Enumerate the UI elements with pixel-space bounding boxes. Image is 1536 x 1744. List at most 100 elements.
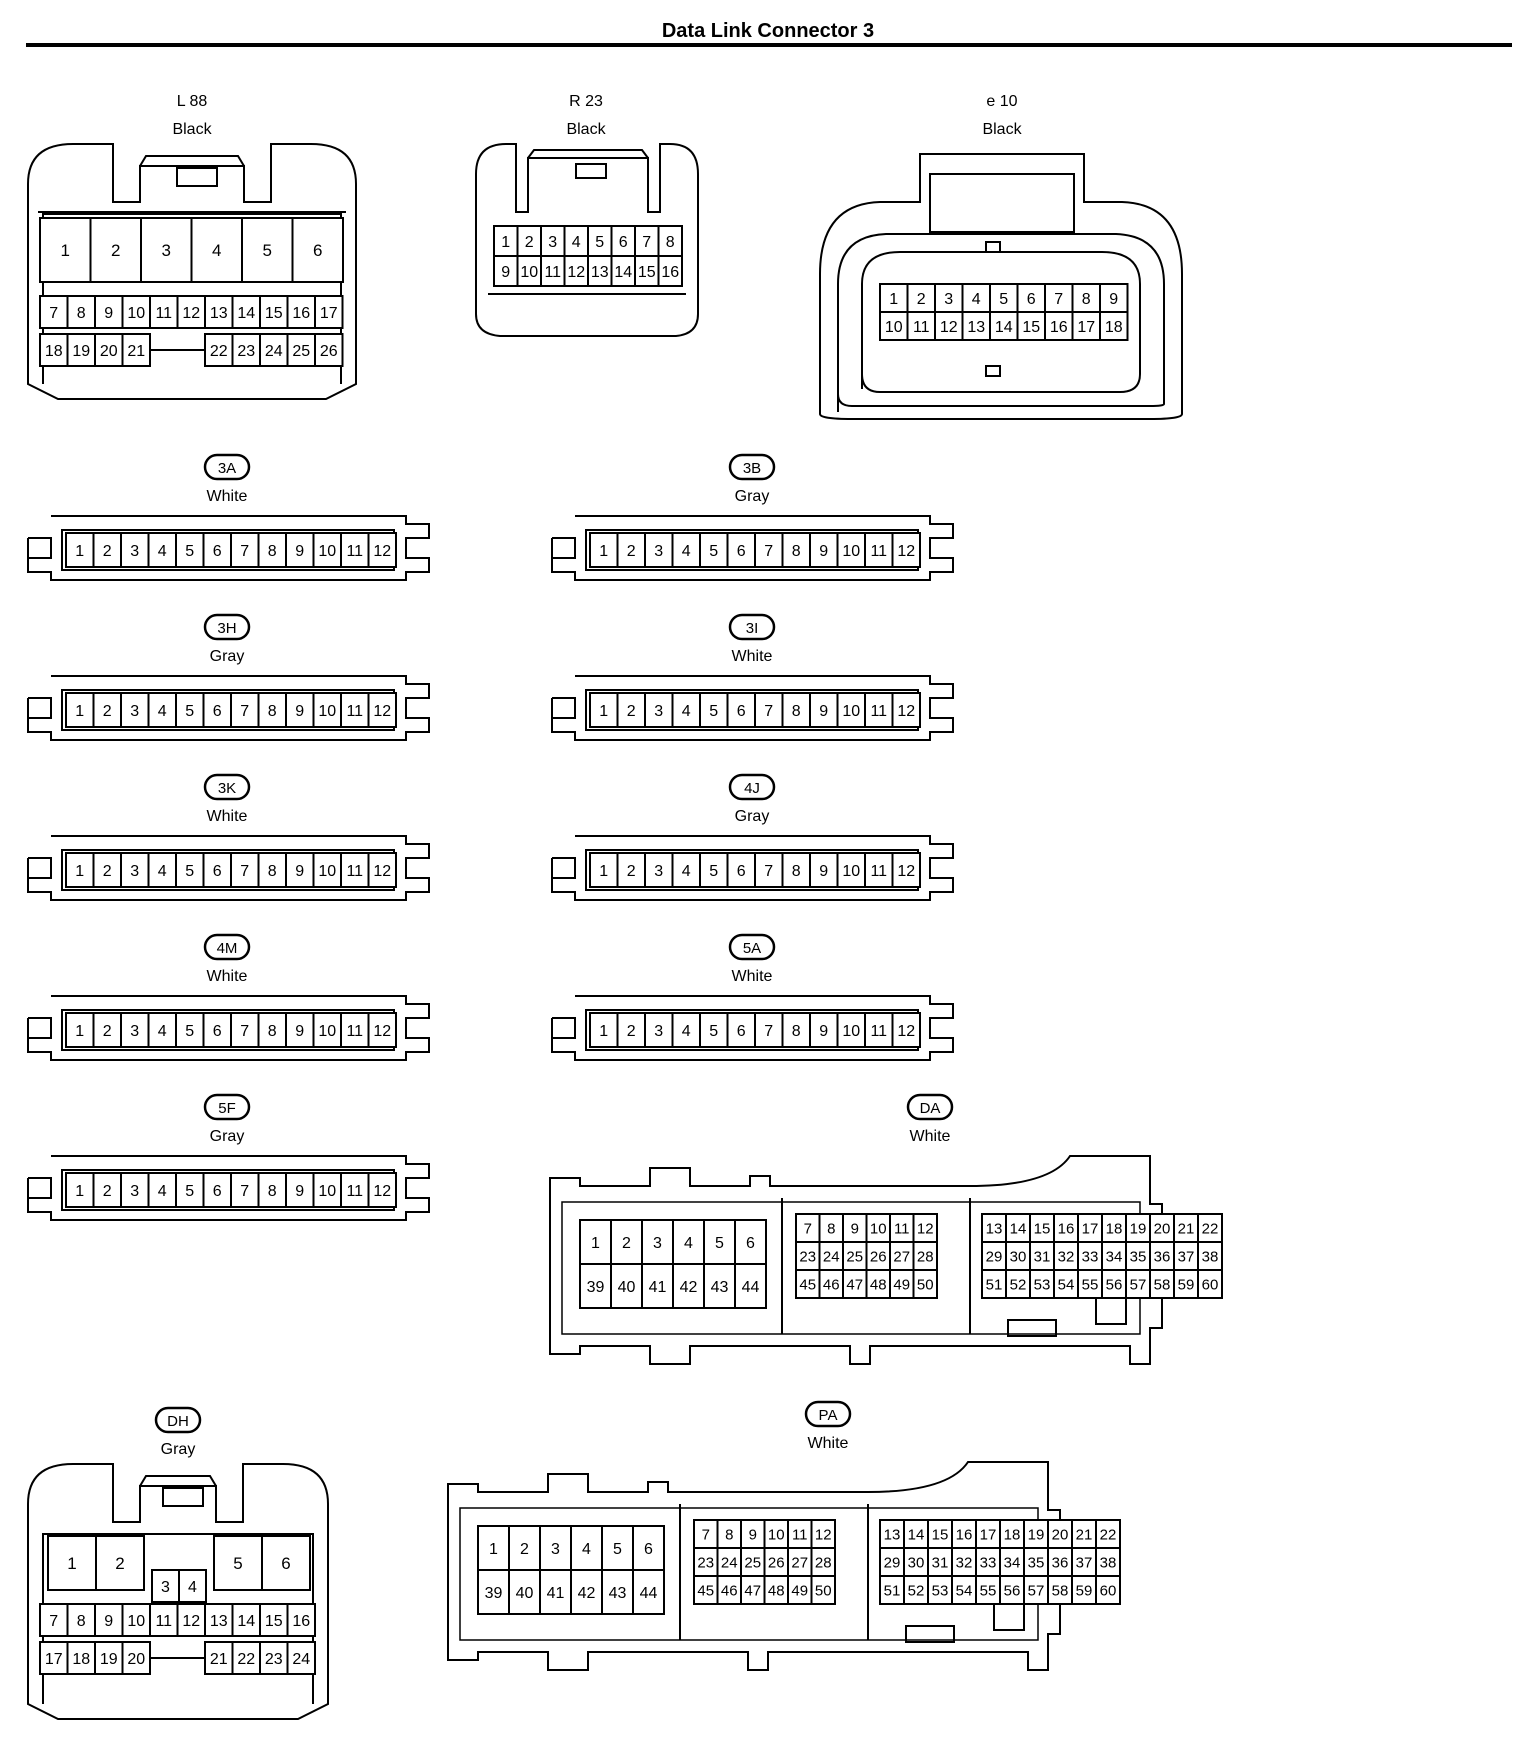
pin-label-PA-35: 35: [1028, 1554, 1045, 1571]
pin-label-3H-7: 7: [240, 703, 249, 720]
pin-label-DH-1: 1: [67, 1554, 76, 1573]
pin-cell-DA-41: [641, 1263, 674, 1309]
pin-label-L88-18: 18: [45, 343, 63, 360]
pin-label-4J-9: 9: [819, 863, 828, 880]
pin-label-DA-52: 52: [1010, 1276, 1027, 1293]
pin-cell-4J-12: [891, 852, 921, 888]
pin-label-PA-14: 14: [908, 1526, 925, 1543]
badge-label-pa: PA: [819, 1407, 838, 1424]
connector-outline: [176, 167, 218, 187]
pin-label-DA-43: 43: [711, 1279, 729, 1296]
pin-label-e10-8: 8: [1082, 291, 1091, 308]
pin-cell-e10-9: [1099, 283, 1129, 313]
pin-label-DA-59: 59: [1178, 1276, 1195, 1293]
badge-label-5a: 5A: [743, 940, 761, 957]
connector-color-3i: White: [732, 648, 773, 665]
pin-label-PA-60: 60: [1100, 1582, 1117, 1599]
pin-label-3A-11: 11: [346, 543, 363, 560]
pin-label-5F-9: 9: [295, 1183, 304, 1200]
pin-label-DA-26: 26: [870, 1248, 887, 1265]
pin-label-PA-49: 49: [791, 1582, 808, 1599]
pin-label-3K-6: 6: [213, 863, 222, 880]
pin-label-DA-56: 56: [1106, 1276, 1123, 1293]
pin-label-DA-16: 16: [1058, 1220, 1075, 1237]
pin-label-PA-52: 52: [908, 1582, 925, 1599]
pin-cell-5A-1: [589, 1012, 619, 1048]
connector-outline: [861, 251, 1141, 393]
connector-color-4j: Gray: [735, 808, 770, 825]
pin-cell-DH-1: [47, 1535, 97, 1591]
pin-label-DA-20: 20: [1154, 1220, 1171, 1237]
pin-label-PA-21: 21: [1076, 1526, 1093, 1543]
connector-outline: [679, 1504, 869, 1640]
pin-label-DH-16: 16: [292, 1613, 310, 1630]
connector-outline: [27, 143, 357, 400]
pin-label-PA-25: 25: [744, 1554, 761, 1571]
badge-4j: [728, 773, 776, 801]
pin-cell-L88-6: [291, 217, 344, 283]
pin-cell-3K-6: [202, 852, 232, 888]
pin-label-DH-11: 11: [155, 1613, 172, 1630]
pin-cell-3B-2: [616, 532, 646, 568]
connector-outline: [27, 1463, 329, 1720]
pin-cell-DH-7: [39, 1603, 69, 1637]
pin-label-e10-6: 6: [1027, 291, 1036, 308]
connector-outline: [27, 675, 430, 741]
pin-cell-3A-1: [65, 532, 95, 568]
pin-label-PA-44: 44: [640, 1585, 658, 1602]
pin-label-3H-6: 6: [213, 703, 222, 720]
badge-label-4m: 4M: [217, 940, 238, 957]
pin-label-PA-17: 17: [980, 1526, 997, 1543]
pin-label-PA-38: 38: [1100, 1554, 1117, 1571]
pin-label-L88-17: 17: [320, 305, 338, 322]
pin-label-4M-9: 9: [295, 1023, 304, 1040]
pin-cell-PA-13: [879, 1519, 905, 1549]
pin-label-PA-41: 41: [547, 1585, 565, 1602]
pin-label-4M-5: 5: [185, 1023, 194, 1040]
badge-5f: [203, 1093, 251, 1121]
pin-label-3B-7: 7: [764, 543, 773, 560]
pin-cell-3H-10: [312, 692, 342, 728]
pin-label-e10-13: 13: [967, 319, 985, 336]
connector-outline: [527, 149, 649, 179]
pin-label-PA-23: 23: [697, 1554, 714, 1571]
pin-label-R23-14: 14: [614, 264, 632, 281]
pin-label-3I-9: 9: [819, 703, 828, 720]
badge-3b: [728, 453, 776, 481]
pin-label-3H-8: 8: [268, 703, 277, 720]
pin-label-DA-23: 23: [799, 1248, 816, 1265]
pin-label-3I-11: 11: [870, 703, 887, 720]
pin-cell-DH-22: [231, 1641, 261, 1675]
pin-cell-4J-10: [836, 852, 866, 888]
badge-label-3a: 3A: [218, 460, 236, 477]
pin-label-L88-15: 15: [265, 305, 283, 322]
connector-outline: [27, 995, 430, 1061]
pin-cell-DH-24: [286, 1641, 316, 1675]
pin-cell-PA-37: [1071, 1547, 1097, 1577]
pin-label-DA-55: 55: [1082, 1276, 1099, 1293]
pin-label-L88-14: 14: [237, 305, 255, 322]
pin-label-R23-1: 1: [501, 234, 510, 251]
connector-color-5f: Gray: [210, 1128, 245, 1145]
pin-cell-4M-9: [285, 1012, 315, 1048]
pin-label-DA-24: 24: [823, 1248, 840, 1265]
pin-label-3I-1: 1: [599, 703, 608, 720]
pin-cell-DA-43: [703, 1263, 736, 1309]
pin-cell-DH-18: [66, 1641, 96, 1675]
pin-cell-PA-55: [975, 1575, 1001, 1605]
pin-cell-3K-12: [367, 852, 397, 888]
pin-label-4M-1: 1: [75, 1023, 84, 1040]
pin-cell-5A-9: [809, 1012, 839, 1048]
pin-cell-PA-50: [810, 1575, 836, 1605]
pin-cell-DH-11: [149, 1603, 179, 1637]
pin-label-PA-30: 30: [908, 1554, 925, 1571]
pin-cell-DA-16: [1053, 1213, 1079, 1243]
